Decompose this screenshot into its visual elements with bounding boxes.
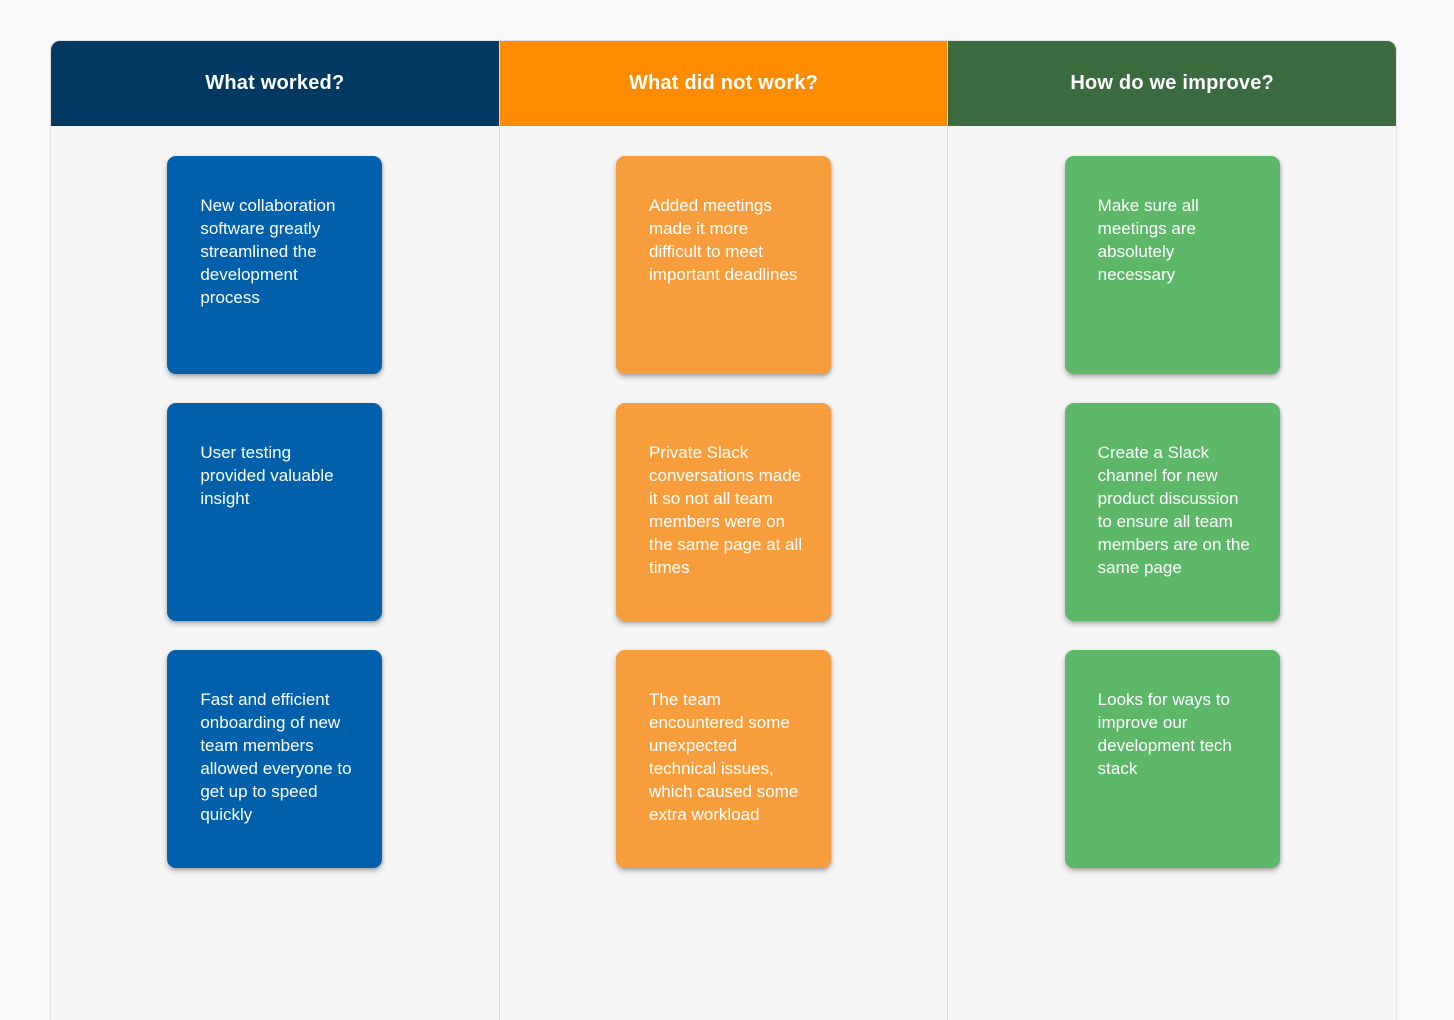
- column-how-do-we-improve: How do we improve? Make sure all meeting…: [948, 41, 1397, 1020]
- sticky-note[interactable]: User testing provided valuable insight: [167, 403, 383, 621]
- column-header-what-did-not-work: What did not work?: [499, 41, 948, 126]
- card-list-what-worked: New collaboration software greatly strea…: [51, 126, 499, 868]
- column-what-worked: What worked? New collaboration software …: [51, 41, 500, 1020]
- sticky-note[interactable]: Create a Slack channel for new product d…: [1064, 403, 1280, 621]
- sticky-note[interactable]: Make sure all meetings are absolutely ne…: [1064, 156, 1280, 374]
- retrospective-board: What worked? New collaboration software …: [50, 40, 1397, 1020]
- sticky-note[interactable]: Fast and efficient onboarding of new tea…: [167, 650, 383, 868]
- sticky-note[interactable]: New collaboration software greatly strea…: [167, 156, 383, 374]
- sticky-note[interactable]: The team encountered some unexpected tec…: [616, 650, 831, 868]
- sticky-note[interactable]: Looks for ways to improve our developmen…: [1064, 650, 1280, 868]
- card-list-how-do-we-improve: Make sure all meetings are absolutely ne…: [948, 126, 1396, 868]
- sticky-note[interactable]: Added meetings made it more difficult to…: [616, 156, 831, 374]
- column-what-did-not-work: What did not work? Added meetings made i…: [499, 41, 949, 1020]
- card-list-what-did-not-work: Added meetings made it more difficult to…: [500, 126, 948, 868]
- column-header-what-worked: What worked?: [51, 41, 499, 126]
- sticky-note[interactable]: Private Slack conversations made it so n…: [616, 403, 831, 621]
- column-header-how-do-we-improve: How do we improve?: [948, 41, 1397, 126]
